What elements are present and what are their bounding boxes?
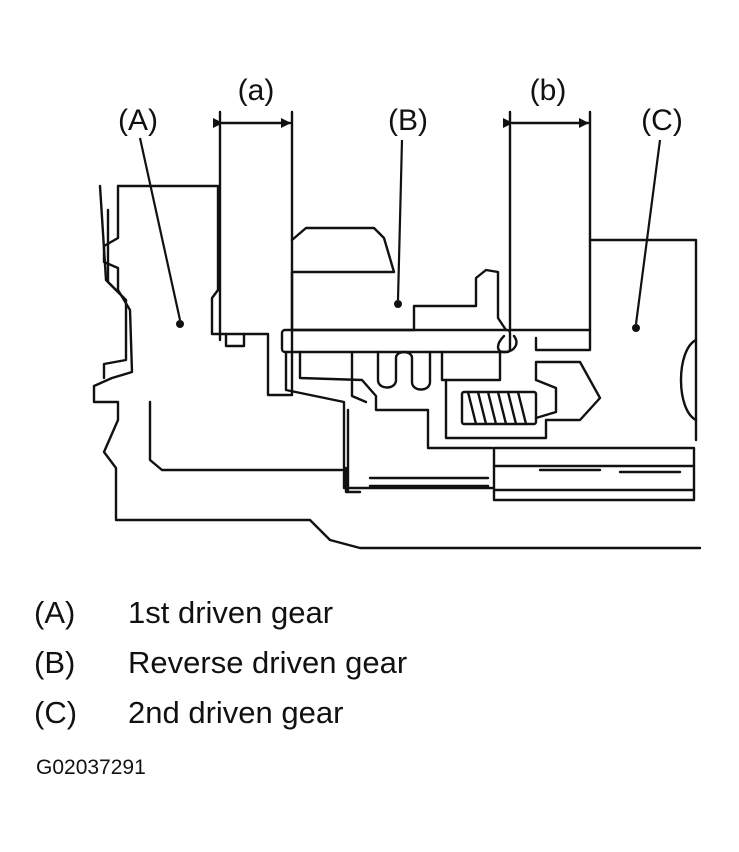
callout-a: (a): [238, 74, 275, 107]
reverse-driven-gear-shape: [280, 226, 512, 494]
callout-b: (b): [530, 74, 567, 107]
dimension-b: [503, 110, 592, 332]
dimension-a: [213, 110, 294, 342]
gear-cross-section-diagram: (a) (b) (A) (B) (C): [92, 74, 702, 550]
legend-key: (B): [34, 645, 76, 680]
figure-id: G02037291: [36, 756, 146, 779]
leader-lines: [138, 137, 662, 325]
callout-B: (B): [388, 104, 428, 137]
legend-text: Reverse driven gear: [128, 645, 408, 680]
callout-A: (A): [118, 104, 158, 137]
callout-C: (C): [641, 104, 683, 137]
first-driven-gear-shape: [92, 184, 702, 550]
legend-key: (C): [34, 695, 78, 730]
legend-key: (A): [34, 595, 76, 630]
legend-text: 1st driven gear: [128, 595, 334, 630]
legend-text: 2nd driven gear: [128, 695, 344, 730]
leader-dots: [176, 300, 640, 332]
threaded-sleeve: [444, 334, 602, 440]
second-driven-gear-shape: [492, 238, 698, 502]
